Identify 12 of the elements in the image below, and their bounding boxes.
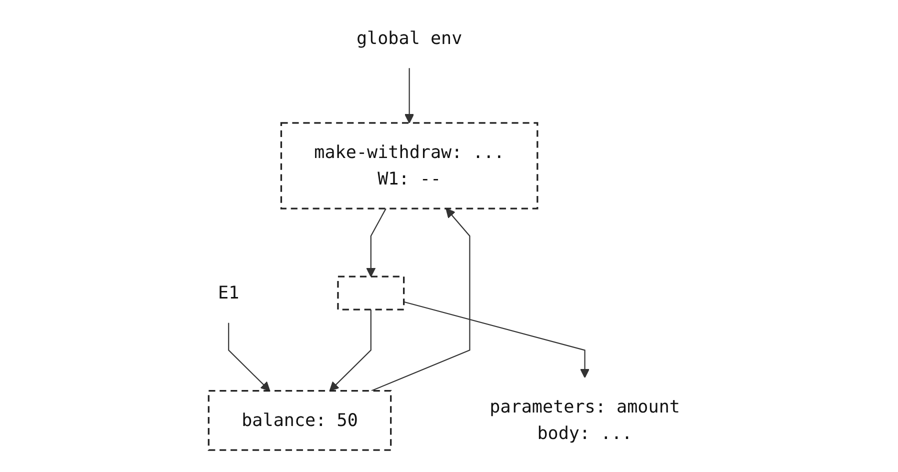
node-box: make-withdraw: ... W1: -- bbox=[280, 122, 538, 210]
node-box: balance: 50 bbox=[208, 390, 392, 451]
arrow bbox=[404, 68, 414, 124]
arrow bbox=[228, 322, 270, 392]
arrow bbox=[329, 310, 372, 392]
node-text: parameters: amount body: ... bbox=[490, 396, 680, 444]
node-text: global env bbox=[356, 27, 462, 48]
arrow bbox=[404, 301, 590, 378]
node-box bbox=[337, 276, 405, 310]
arrow bbox=[371, 208, 470, 392]
arrow bbox=[366, 208, 386, 278]
node-text: E1 bbox=[218, 282, 240, 303]
